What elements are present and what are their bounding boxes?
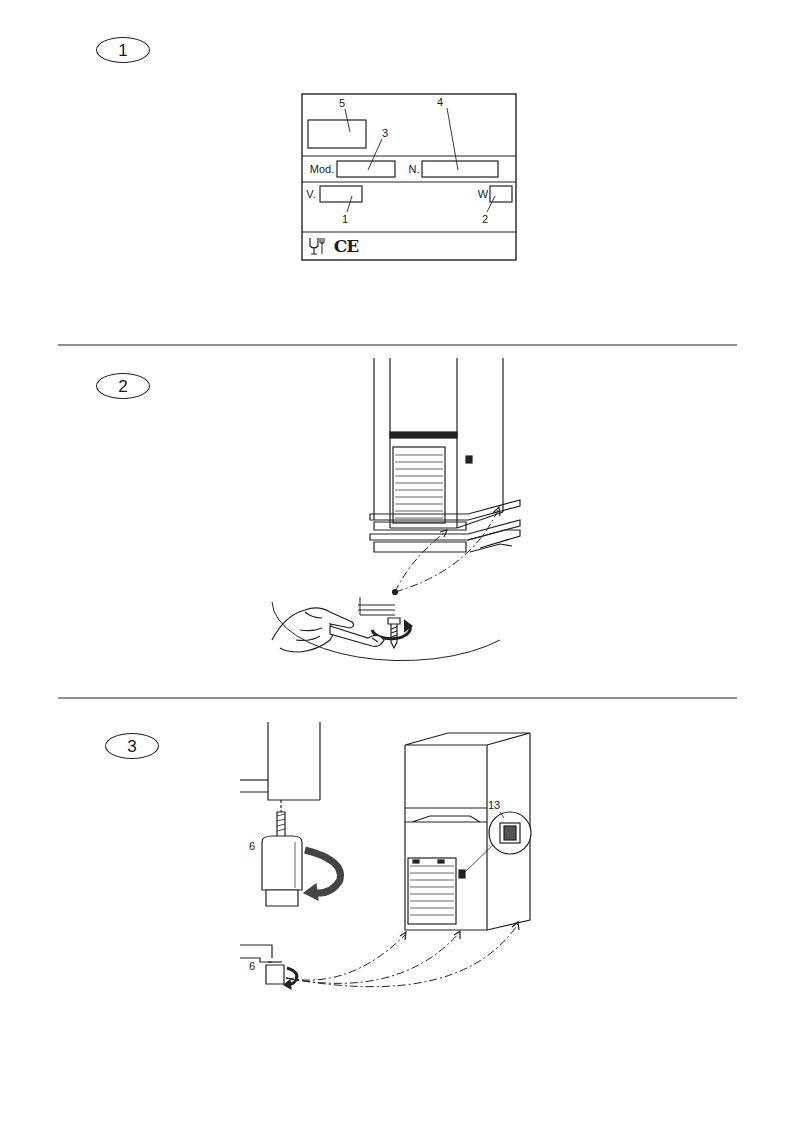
step-label: 1 (118, 42, 127, 59)
step-number: 1 (96, 37, 150, 63)
step-label: 2 (118, 378, 127, 395)
field-label: V. (305, 189, 316, 200)
callout-number: 13 (487, 800, 501, 811)
callout-number: 3 (381, 128, 389, 139)
callout-number: 6 (248, 961, 256, 972)
field-label: N. (408, 164, 421, 175)
callout-number: 5 (338, 98, 346, 109)
ce-mark: CE (333, 238, 360, 255)
callout-number: 2 (481, 214, 489, 225)
step-number: 2 (96, 373, 150, 399)
callout-number: 1 (341, 214, 349, 225)
callout-number: 4 (436, 97, 444, 108)
step-label: 3 (127, 738, 136, 755)
step-number: 3 (105, 733, 159, 759)
field-label: W (477, 189, 489, 200)
callout-number: 6 (248, 841, 256, 852)
field-label: Mod. (309, 164, 335, 175)
